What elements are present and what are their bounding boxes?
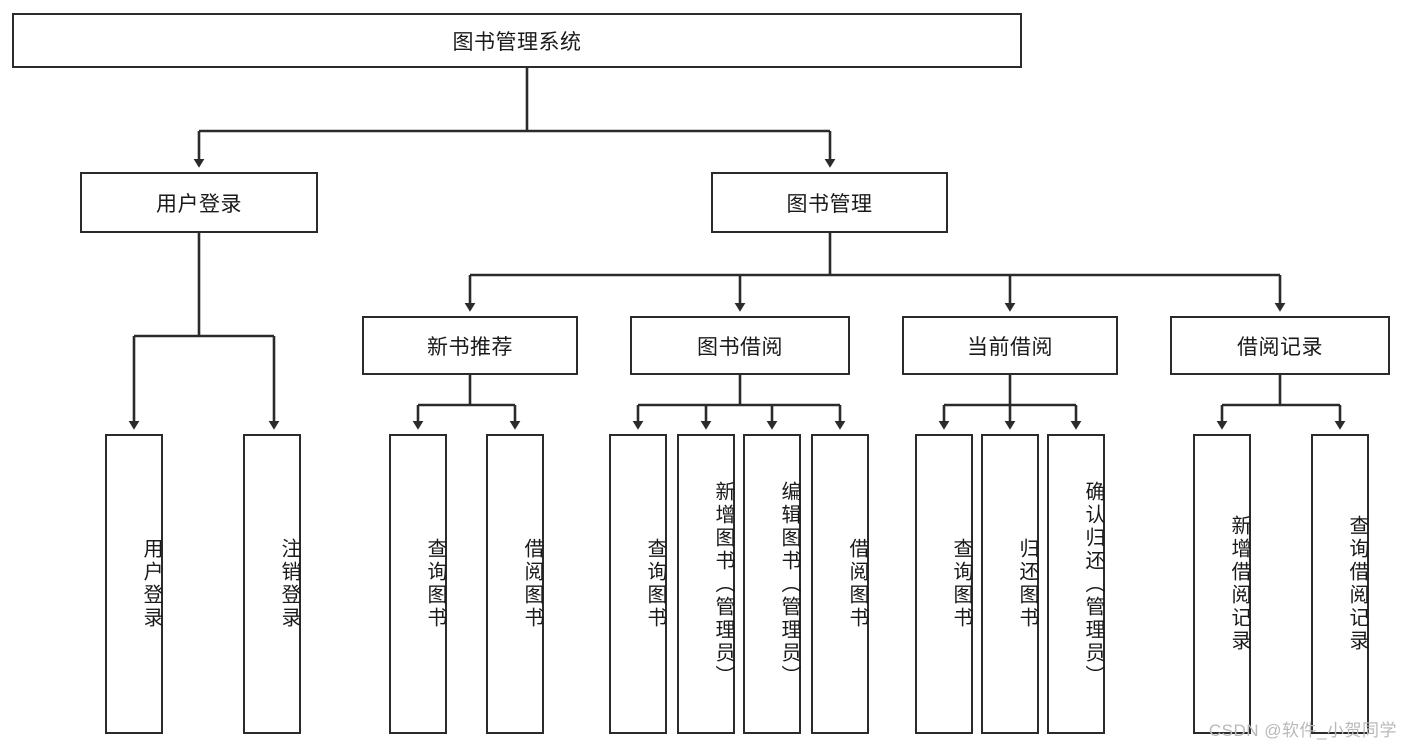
node-new-book-recommend-label: 新书推荐 <box>427 335 513 359</box>
leaf-query-borrow-record[interactable]: 查询借阅记录 <box>1311 434 1369 734</box>
node-borrow-record[interactable]: 借阅记录 <box>1170 316 1390 375</box>
node-current-borrow-label: 当前借阅 <box>967 335 1053 359</box>
leaf-label: 编辑图书（管理员） <box>778 480 800 688</box>
leaf-label: 查询图书 <box>644 538 666 630</box>
leaf-label: 查询图书 <box>424 538 446 630</box>
leaf-borrow-book-recommend[interactable]: 借阅图书 <box>486 434 544 734</box>
node-root-label: 图书管理系统 <box>452 30 582 54</box>
leaf-user-login[interactable]: 用户登录 <box>105 434 163 734</box>
leaf-add-book-admin[interactable]: 新增图书（管理员） <box>677 434 735 734</box>
leaf-label: 查询借阅记录 <box>1346 515 1368 653</box>
leaf-edit-book-admin[interactable]: 编辑图书（管理员） <box>743 434 801 734</box>
node-current-borrow[interactable]: 当前借阅 <box>902 316 1118 375</box>
leaf-query-book-recommend[interactable]: 查询图书 <box>389 434 447 734</box>
node-book-management[interactable]: 图书管理 <box>711 172 948 233</box>
leaf-label: 查询图书 <box>950 538 972 630</box>
leaf-confirm-return-admin[interactable]: 确认归还（管理员） <box>1047 434 1105 734</box>
node-book-borrow-label: 图书借阅 <box>697 335 783 359</box>
node-borrow-record-label: 借阅记录 <box>1237 335 1323 359</box>
leaf-label: 借阅图书 <box>521 538 543 630</box>
leaf-label: 新增借阅记录 <box>1228 515 1250 653</box>
node-book-borrow[interactable]: 图书借阅 <box>630 316 850 375</box>
leaf-label: 用户登录 <box>140 538 162 630</box>
leaf-query-book-borrow[interactable]: 查询图书 <box>609 434 667 734</box>
node-root[interactable]: 图书管理系统 <box>12 13 1022 68</box>
leaf-borrow-book[interactable]: 借阅图书 <box>811 434 869 734</box>
leaf-return-book[interactable]: 归还图书 <box>981 434 1039 734</box>
leaf-label: 新增图书（管理员） <box>712 480 734 688</box>
leaf-logout[interactable]: 注销登录 <box>243 434 301 734</box>
node-user-login[interactable]: 用户登录 <box>80 172 318 233</box>
node-new-book-recommend[interactable]: 新书推荐 <box>362 316 578 375</box>
leaf-label: 归还图书 <box>1016 538 1038 630</box>
leaf-label: 借阅图书 <box>846 538 868 630</box>
leaf-label: 注销登录 <box>278 538 300 630</box>
watermark: CSDN @软件_小贺同学 <box>1208 721 1397 740</box>
leaf-label: 确认归还（管理员） <box>1082 480 1104 688</box>
leaf-add-borrow-record[interactable]: 新增借阅记录 <box>1193 434 1251 734</box>
leaf-query-book-current[interactable]: 查询图书 <box>915 434 973 734</box>
node-user-login-label: 用户登录 <box>156 192 242 216</box>
node-book-management-label: 图书管理 <box>786 192 873 216</box>
